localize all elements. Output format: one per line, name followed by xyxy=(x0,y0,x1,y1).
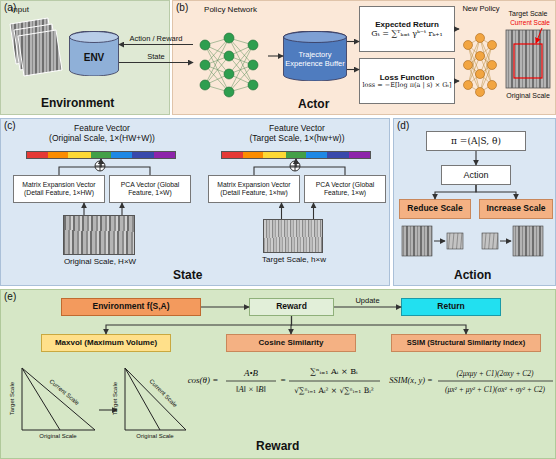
image-node: Original Scale, H×W xyxy=(63,215,135,255)
metric-box: SSIM (Structural Similarity Index) xyxy=(391,334,541,352)
node-label: New Policy xyxy=(462,5,499,14)
edge-label: Action / Reward xyxy=(111,34,201,43)
node-label: (c) xyxy=(4,120,16,132)
node-text: Gₜ = ∑ᵀₖ₌ₜ γᵏ⁻ᵗ rₖ₊₁ xyxy=(371,29,443,38)
node-text: Environment xyxy=(41,97,114,111)
node-text: Reward xyxy=(256,440,299,454)
node-label: Policy Network xyxy=(204,5,257,14)
node-text: Action xyxy=(454,269,491,283)
node-label: SSIM (Structural Similarity Index) xyxy=(407,339,525,348)
node-label: (d) xyxy=(397,120,409,132)
node-text: (Original Scale, 1×(HW+W)) xyxy=(2,134,202,144)
node-label: Reward xyxy=(276,302,307,312)
metric-box: Maxvol (Maximum Volume) xyxy=(41,334,171,352)
node-label: PCA Vector (Global Feature, 1×w) xyxy=(307,181,383,197)
node-label: (e) xyxy=(4,291,16,303)
node-label: Cosine Similarity xyxy=(259,338,324,347)
annotation-label: cos(θ) = xyxy=(180,375,226,386)
node-label: Matrix Expansion Vector (Detail Feature,… xyxy=(16,181,102,197)
cylinder-top xyxy=(70,32,119,43)
node-label: Trajectory Experience Buffer xyxy=(285,51,345,68)
annotation-label: SSIM(x, y) = xyxy=(386,375,436,385)
annotation-label: ‖A‖ × ‖B‖ xyxy=(221,384,281,394)
metric-box: Cosine Similarity xyxy=(226,334,356,352)
node-text: (Target Scale, 1×(hw+w)) xyxy=(197,134,397,144)
node-label: (b) xyxy=(176,2,188,14)
env-cylinder: ENV xyxy=(69,31,119,76)
node-label: Original Scale, H×W xyxy=(34,257,166,266)
node-label: Reduce Scale xyxy=(407,204,462,214)
network-node: New Policy xyxy=(459,5,503,109)
annotation-label: ∑ⁿᵢ₌₁ Aᵢ × Bᵢ xyxy=(289,367,379,377)
annotation-label: Input xyxy=(0,5,40,15)
node-label: Matrix Expansion Vector (Detail Feature,… xyxy=(211,181,297,197)
node-text: loss = −E[log π(a | s) × Gₜ] xyxy=(363,82,452,89)
policy-box: π =(A|S, θ) xyxy=(426,131,526,151)
annotation-label: A•B xyxy=(226,368,276,379)
node-text: State xyxy=(173,269,202,283)
process-box: Environment f(S,A) xyxy=(61,298,201,316)
annotation-label: Original Scale xyxy=(125,433,185,440)
node-label: Maxvol (Maximum Volume) xyxy=(55,338,157,347)
vector-box: PCA Vector (Global Feature, 1×w) xyxy=(304,175,386,203)
node-label: Feature Vector xyxy=(2,124,202,134)
vector-box: Matrix Expansion Vector (Detail Feature,… xyxy=(13,175,105,203)
node-label: Increase Scale xyxy=(486,204,545,214)
annotation-label: (2μxμy + C1)(2σxy + C2) xyxy=(438,369,553,378)
node-label: Expected Return xyxy=(375,20,439,29)
image-node: Target Scale, h×w xyxy=(263,219,323,253)
panel: (c) State Feature Vector(Original Scale, 1… xyxy=(0,118,390,286)
action-box: Action xyxy=(441,165,511,185)
formula-box: Loss Functionloss = −E[log π(a | s) × Gₜ… xyxy=(359,58,455,104)
node-label: Environment f(S,A) xyxy=(93,302,170,312)
node-text: Actor xyxy=(298,98,329,112)
annotation-label: Target Scale xyxy=(503,10,553,18)
annotation-label: Original Scale xyxy=(28,433,88,440)
node-label: Target Scale, h×w xyxy=(234,255,354,264)
action-box: Reduce Scale xyxy=(399,199,471,219)
edge-label: State xyxy=(111,52,201,61)
network-node: Policy Network xyxy=(193,5,268,109)
action-box: Increase Scale xyxy=(479,199,553,219)
annotation-label: (μx² + μy² + C1)(σx² + σy² + C2) xyxy=(436,385,554,394)
node-label: PCA Vector (Global Feature, 1×W) xyxy=(112,181,188,197)
node-label: π =(A|S, θ) xyxy=(451,136,501,146)
node-label: Feature Vector xyxy=(197,124,397,134)
annotation-label: Target Scale xyxy=(9,369,16,429)
node-label: Action xyxy=(463,170,488,180)
node-label: ENV xyxy=(84,52,105,64)
annotation-label: √∑ⁿᵢ₌₁ Aᵢ² × √∑ⁿᵢ₌₁ Bᵢ² xyxy=(286,386,382,395)
formula-box: Expected ReturnGₜ = ∑ᵀₖ₌ₜ γᵏ⁻ᵗ rₖ₊₁ xyxy=(359,6,455,52)
edge-label: Update xyxy=(323,296,413,305)
feature-bar: Feature Vector(Target Scale, 1×(hw+w)) xyxy=(221,151,371,159)
cylinder-body xyxy=(284,31,347,81)
feature-bar: Feature Vector(Original Scale, 1×(HW+W)) xyxy=(26,151,176,159)
vector-box: PCA Vector (Global Feature, 1×W) xyxy=(109,175,191,203)
annotation-label: Current Scale xyxy=(502,19,556,27)
annotation-label: Target Scale xyxy=(112,369,119,429)
process-box: Reward xyxy=(249,298,334,316)
node-label: Loss Function xyxy=(380,73,435,82)
cylinder-top xyxy=(284,32,347,43)
cylinder-body xyxy=(70,31,119,76)
panel: (d)Actionπ =(A|S, θ)ActionReduce ScaleIn… xyxy=(393,118,556,286)
node-label: Return xyxy=(437,302,464,312)
panel: (b) Actor Policy NetworkTrajectory Experie… xyxy=(172,0,556,115)
annotation-label: = xyxy=(278,375,288,386)
panel: (a)EnvironmentENV xyxy=(0,0,170,115)
annotation-label: Original Scale xyxy=(500,92,556,100)
buffer-cylinder: Trajectory Experience Buffer xyxy=(283,31,347,81)
process-box: Return xyxy=(401,298,501,316)
vector-box: Matrix Expansion Vector (Detail Feature,… xyxy=(208,175,300,203)
